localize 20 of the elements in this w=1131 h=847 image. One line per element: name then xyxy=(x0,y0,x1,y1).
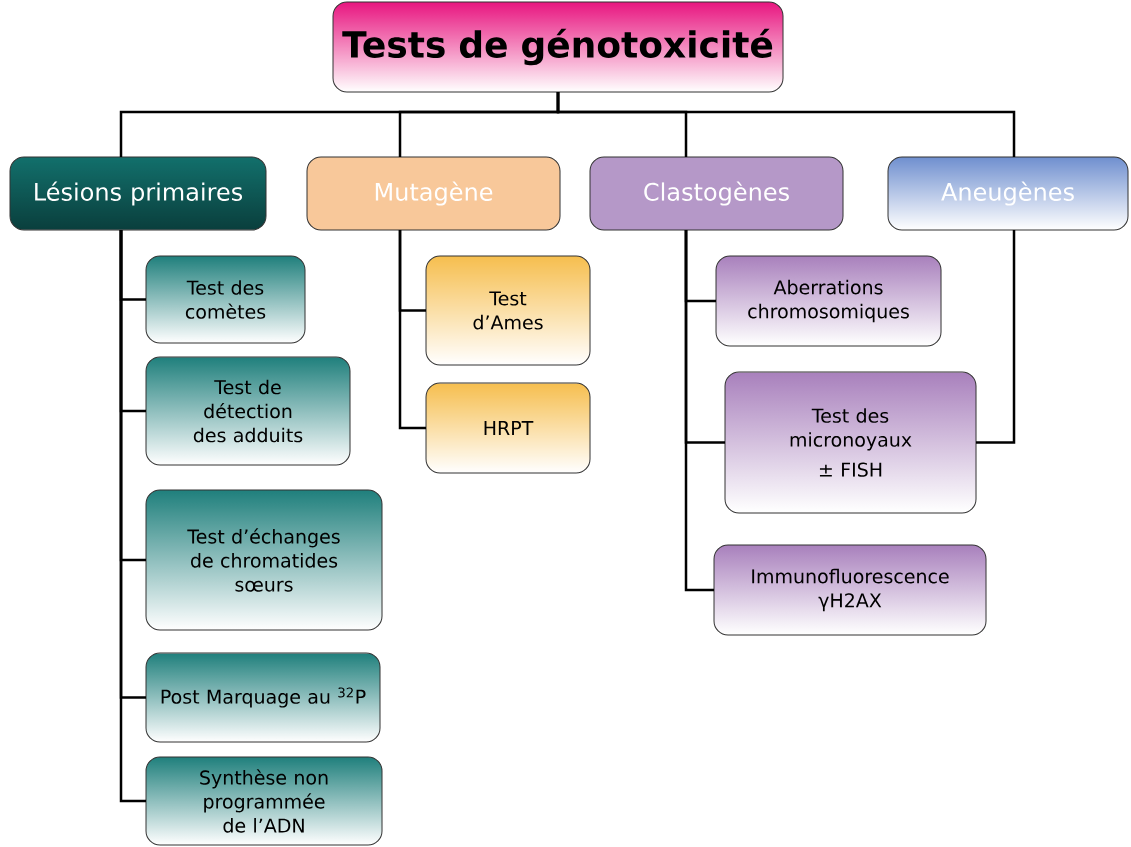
test-box: Test d’échanges de chromatides sœurs xyxy=(145,489,383,631)
connector-line xyxy=(119,230,146,803)
test-box: Test de détection des adduits xyxy=(145,356,351,466)
test-box: Test des comètes xyxy=(145,255,306,344)
connector-line xyxy=(976,230,1016,444)
category-box: Clastogènes xyxy=(589,156,844,231)
test-box: HRPT xyxy=(425,382,591,474)
test-box: Immunofluorescence γH2AX xyxy=(713,544,987,636)
test-box: Aberrations chromosomiques xyxy=(715,255,942,347)
category-box: Mutagène xyxy=(306,156,561,231)
title-box: Tests de génotoxicité xyxy=(332,1,784,93)
test-box: Synthèse non programmée de l’ADN xyxy=(145,756,383,846)
test-box: Test des micronoyaux ± FISH xyxy=(724,371,977,514)
category-box: Aneugènes xyxy=(887,156,1129,231)
test-box: Post Marquage au $^{32}$P xyxy=(145,652,381,743)
connector-line xyxy=(556,92,1016,157)
connector-line xyxy=(684,230,714,592)
test-box: Test d’Ames xyxy=(425,255,591,366)
connector-line xyxy=(398,230,426,430)
category-box: Lésions primaires xyxy=(9,156,267,231)
